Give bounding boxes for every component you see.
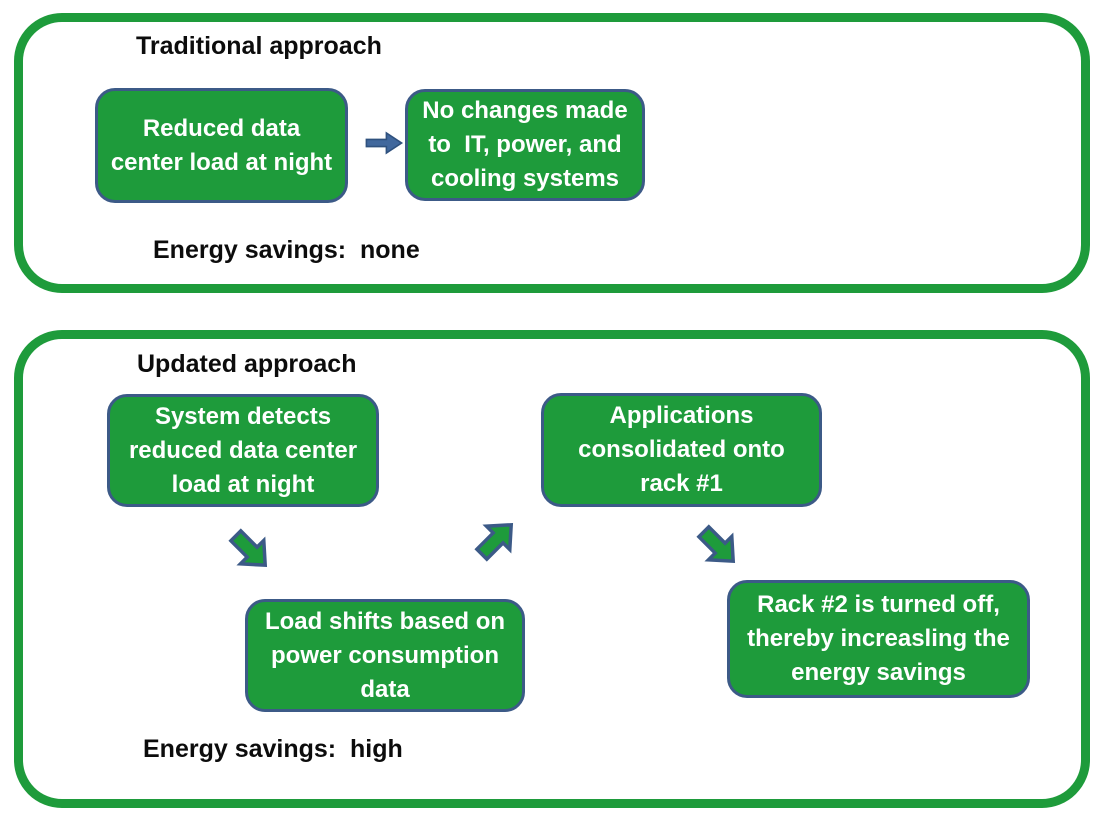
- box-line: Reduced data: [142, 114, 301, 142]
- down-right-arrow-icon: [228, 528, 268, 568]
- right-arrow-icon: [365, 131, 404, 155]
- box-line: energy savings: [791, 659, 966, 686]
- down-right-arrow-icon: [696, 524, 736, 564]
- box-line: Load shifts based on: [264, 607, 506, 635]
- box-line: reduced data center: [128, 436, 358, 464]
- box-line: No changes made: [422, 97, 628, 124]
- box-line: center load at night: [110, 148, 333, 176]
- box-line: Applications: [609, 402, 754, 429]
- box-reduced-data-center-load: Reduced data center load at night: [95, 88, 348, 203]
- box-line: System detects: [154, 402, 332, 430]
- updated-energy-savings-label: Energy savings: high: [143, 735, 403, 763]
- box-load-shifts: Load shifts based on power consumption d…: [245, 599, 525, 712]
- box-rack2-turned-off: Rack #2 is turned off, thereby increasli…: [727, 580, 1030, 698]
- updated-approach-title: Updated approach: [137, 350, 357, 378]
- traditional-energy-savings-label: Energy savings: none: [153, 236, 420, 264]
- box-line: rack #1: [640, 470, 723, 497]
- box-line: Rack #2 is turned off,: [757, 591, 1000, 618]
- traditional-approach-title: Traditional approach: [136, 32, 382, 60]
- box-no-changes-made: No changes made to IT, power, and coolin…: [405, 89, 645, 201]
- box-line: consolidated onto: [578, 436, 785, 463]
- box-line: data: [360, 675, 410, 703]
- box-line: power consumption: [271, 641, 499, 669]
- box-line: thereby increasling the: [747, 625, 1010, 652]
- box-line: to IT, power, and: [428, 131, 622, 158]
- box-applications-consolidated: Applications consolidated onto rack #1: [541, 393, 822, 507]
- box-line: cooling systems: [430, 165, 620, 192]
- box-line: load at night: [171, 470, 315, 498]
- box-system-detects-load: System detects reduced data center load …: [107, 394, 379, 507]
- up-right-arrow-icon: [474, 522, 514, 562]
